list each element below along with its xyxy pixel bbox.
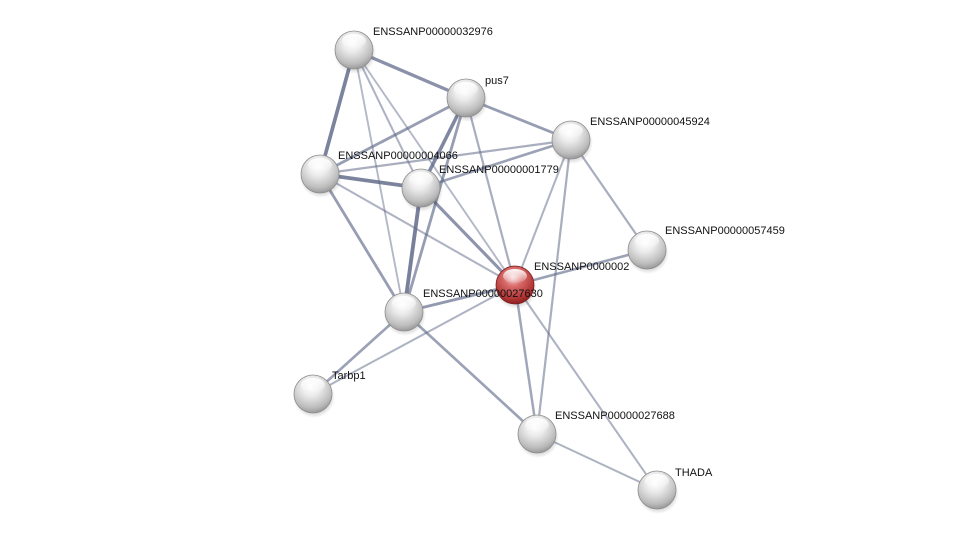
- node-label-enssanp00000057459: ENSSANP00000057459: [665, 225, 785, 237]
- protein-node[interactable]: [401, 168, 443, 212]
- node-highlight: [409, 172, 433, 186]
- node-label-enssanp00000004066: ENSSANP00000004066: [338, 150, 458, 162]
- edge-C-E[interactable]: [419, 138, 573, 190]
- edge-B-D[interactable]: [318, 96, 468, 176]
- node-highlight: [559, 124, 583, 138]
- node-highlight: [635, 234, 659, 248]
- edge-G-K[interactable]: [513, 283, 659, 492]
- node-label-enssanp00000001779: ENSSANP00000001779: [439, 164, 559, 176]
- edge-B-G[interactable]: [464, 96, 517, 287]
- protein-node[interactable]: [517, 414, 559, 458]
- protein-node[interactable]: [334, 30, 376, 74]
- query-protein-node[interactable]: [495, 265, 537, 309]
- node-highlight: [308, 158, 332, 172]
- edge-G-I[interactable]: [311, 283, 517, 396]
- edge-D-G[interactable]: [318, 172, 517, 287]
- protein-node[interactable]: [627, 230, 669, 274]
- edge-H-J[interactable]: [402, 310, 539, 436]
- edge-G-F[interactable]: [513, 248, 649, 287]
- label-layer-top: ENSSANP00000032976 pus7ENSSANP00000045924…: [332, 26, 785, 479]
- node-highlight: [342, 34, 366, 48]
- edge-A-E[interactable]: [352, 48, 423, 190]
- edge-C-J[interactable]: [535, 138, 573, 436]
- protein-node[interactable]: [551, 120, 593, 164]
- node-highlight: [301, 378, 325, 392]
- node-highlight: [525, 418, 549, 432]
- node-label-enssanp00000045924: ENSSANP00000045924: [590, 116, 710, 128]
- node-label-thada: THADA: [675, 467, 713, 479]
- label-layer: ENSSANP0000002: [534, 261, 629, 273]
- node-highlight: [392, 296, 416, 310]
- edge-layer: [311, 48, 659, 492]
- node-label-pus7: pus7: [485, 75, 509, 87]
- node-layer: [293, 30, 679, 514]
- node-label-enssanp0000002: ENSSANP0000002: [534, 261, 629, 273]
- node-label-tarbp1: Tarbp1: [332, 370, 366, 382]
- edge-D-H[interactable]: [318, 172, 406, 314]
- protein-node[interactable]: [384, 292, 426, 336]
- node-label-enssanp00000032976: ENSSANP00000032976: [373, 26, 493, 38]
- protein-node[interactable]: [446, 78, 488, 122]
- edge-A-G[interactable]: [353, 49, 516, 286]
- protein-node[interactable]: [293, 374, 335, 418]
- protein-node[interactable]: [300, 154, 342, 198]
- node-highlight: [645, 474, 669, 488]
- node-highlight: [503, 269, 527, 283]
- protein-node[interactable]: [637, 470, 679, 514]
- edge-G-J[interactable]: [513, 283, 539, 436]
- edge-C-G[interactable]: [513, 138, 573, 287]
- node-label-enssanp00000027630: ENSSANP00000027630: [423, 288, 543, 300]
- node-highlight: [454, 82, 478, 96]
- node-label-enssanp00000027688: ENSSANP00000027688: [555, 410, 675, 422]
- edge-C-D[interactable]: [318, 138, 573, 176]
